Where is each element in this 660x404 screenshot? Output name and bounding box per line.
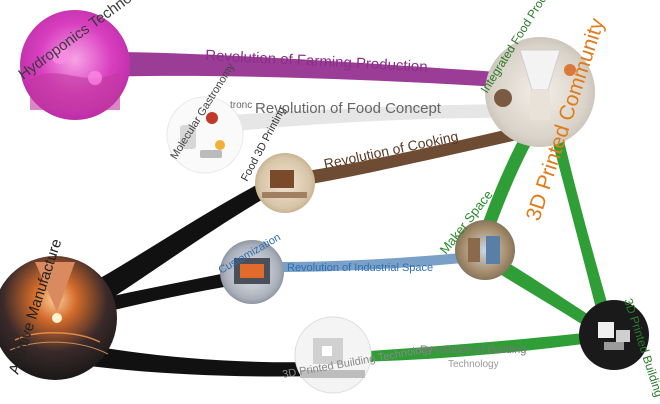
- node-hydroponics: [20, 10, 130, 120]
- node-additive: [0, 256, 117, 380]
- node-food3d: [255, 153, 315, 213]
- node-building-3d: [579, 300, 649, 370]
- link-building-tech: [352, 330, 614, 362]
- link-black-food3d: [60, 182, 272, 322]
- node-building-tech: [294, 316, 372, 394]
- label-link-food-concept: Revolution of Food Concept: [255, 100, 442, 117]
- link-cooking: [300, 122, 545, 186]
- label-link-building-line2: Technology: [448, 359, 499, 370]
- node-integrated: [485, 37, 595, 147]
- node-molecular: [166, 96, 244, 174]
- node-maker: [455, 220, 515, 280]
- link-farming: [75, 51, 545, 90]
- link-black-building: [60, 340, 320, 377]
- label-link-industrial: Revolution of Industrial Space: [287, 262, 433, 274]
- link-food-concept: [185, 104, 540, 136]
- link-black-custom: [70, 268, 254, 318]
- label-molecular-extra: tronc: [230, 100, 252, 111]
- link-industrial: [270, 252, 474, 272]
- node-customization: [220, 240, 284, 304]
- label-link-building-line1: Revolution of Building: [420, 344, 526, 356]
